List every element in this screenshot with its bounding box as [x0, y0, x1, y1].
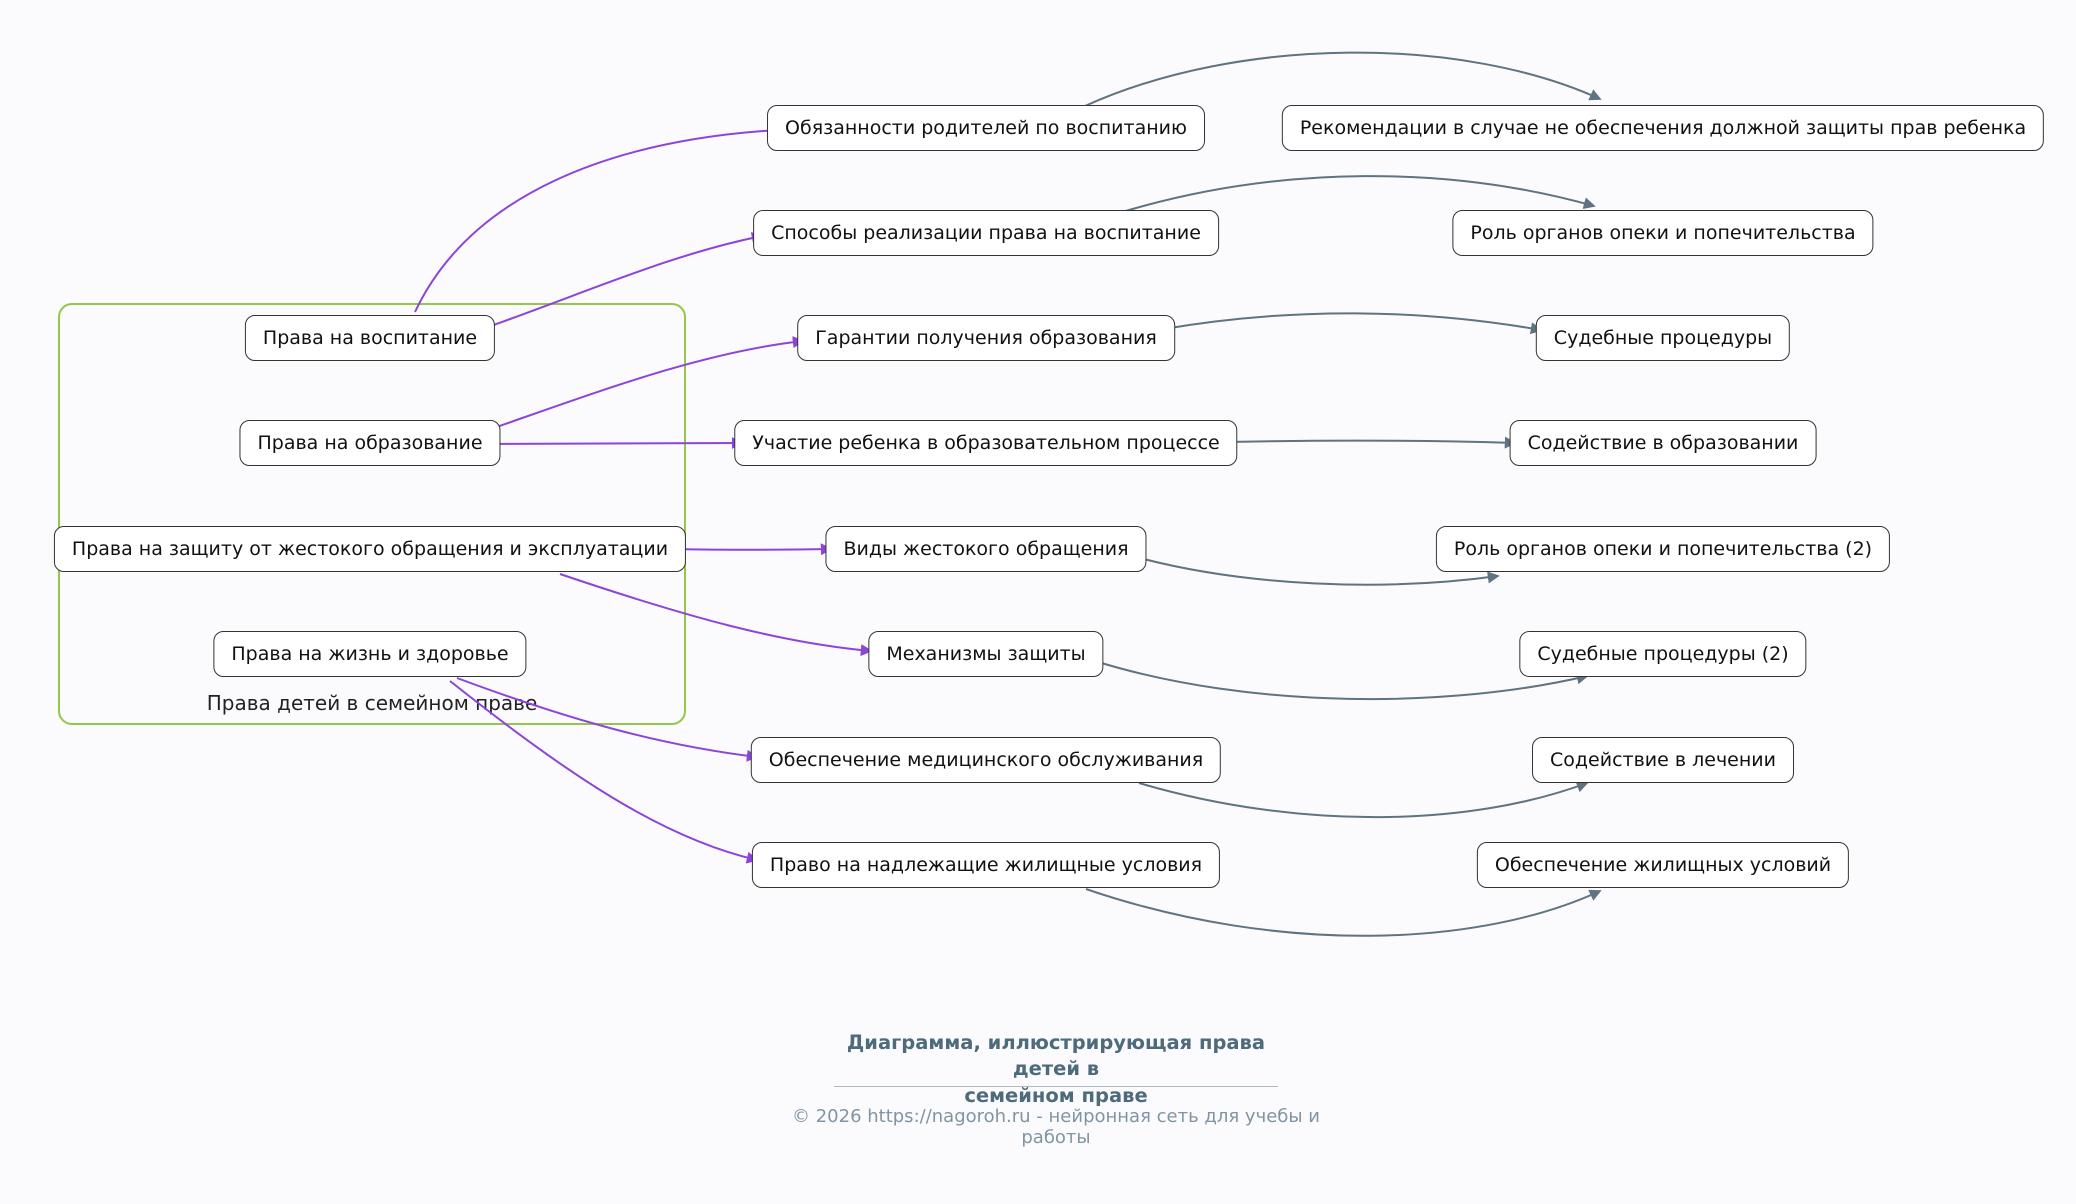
- edge-upbringing-to-methods: [484, 232, 764, 329]
- node-upbringing-methods: Способы реализации права на воспитание: [753, 210, 1219, 256]
- edge-housing-right-to-housing-provision: [1085, 888, 1602, 937]
- edge-mechanisms-to-court-procedures-2: [1094, 660, 1589, 701]
- edge-protection-to-mechanisms: [559, 573, 873, 657]
- edge-methods-to-guardianship-role: [1118, 175, 1596, 214]
- node-child-participation: Участие ребенка в образовательном процес…: [734, 420, 1238, 466]
- caption-line-1: Диаграмма, иллюстрирующая права детей в: [846, 1031, 1266, 1081]
- node-medical-care: Обеспечение медицинского обслуживания: [750, 737, 1222, 783]
- group-label: Права детей в семейном праве: [206, 691, 538, 715]
- node-recommendations: Рекомендации в случае не обеспечения дол…: [1281, 105, 2045, 151]
- edge-parent-duties-to-recommendations: [1084, 51, 1602, 107]
- group-children-rights: Права детей в семейном праве: [58, 303, 686, 725]
- footer-divider: [834, 1086, 1278, 1087]
- copyright-text: © 2026 https://nagoroh.ru - нейронная се…: [791, 1106, 1321, 1148]
- edge-protection-to-abuse-types: [670, 543, 833, 556]
- node-guardianship-role: Роль органов опеки и попечительства: [1452, 210, 1874, 256]
- node-treatment-assistance: Содействие в лечении: [1532, 737, 1794, 783]
- node-education-right: Права на образование: [239, 420, 501, 466]
- node-court-procedures-2: Судебные процедуры (2): [1519, 631, 1807, 677]
- edge-medical-care-to-treatment-assistance: [1138, 780, 1589, 819]
- node-housing-right: Право на надлежащие жилищные условия: [751, 842, 1221, 888]
- edge-abuse-types-to-guardianship-role-2: [1135, 556, 1500, 586]
- edge-education-to-participation: [487, 437, 744, 450]
- edge-participation-to-education-assistance: [1224, 436, 1517, 449]
- node-upbringing-right: Права на воспитание: [244, 315, 496, 361]
- node-court-procedures: Судебные процедуры: [1535, 315, 1791, 361]
- node-abuse-types: Виды жестокого обращения: [825, 526, 1147, 572]
- node-education-guarantees: Гарантии получения образования: [797, 315, 1175, 361]
- edge-life-to-medical-care: [456, 677, 759, 762]
- caption-line-2: семейном праве: [964, 1083, 1148, 1107]
- node-protection-mechanisms: Механизмы защиты: [868, 631, 1104, 677]
- node-housing-provision: Обеспечение жилищных условий: [1476, 842, 1850, 888]
- node-parent-duties: Обязанности родителей по воспитанию: [767, 105, 1205, 151]
- node-protection-right: Права на защиту от жестокого обращения и…: [53, 526, 687, 572]
- edge-life-to-housing-right: [449, 680, 759, 864]
- node-education-assistance: Содействие в образовании: [1509, 420, 1817, 466]
- edge-guarantees-to-court-procedures: [1163, 312, 1543, 335]
- node-life-health-right: Права на жизнь и здоровье: [213, 631, 527, 677]
- node-guardianship-role-2: Роль органов опеки и попечительства (2): [1435, 526, 1891, 572]
- diagram-caption: Диаграмма, иллюстрирующая права детей в …: [821, 1030, 1291, 1109]
- edge-upbringing-to-parent-duties: [414, 124, 780, 313]
- edge-education-to-guarantees: [487, 336, 805, 431]
